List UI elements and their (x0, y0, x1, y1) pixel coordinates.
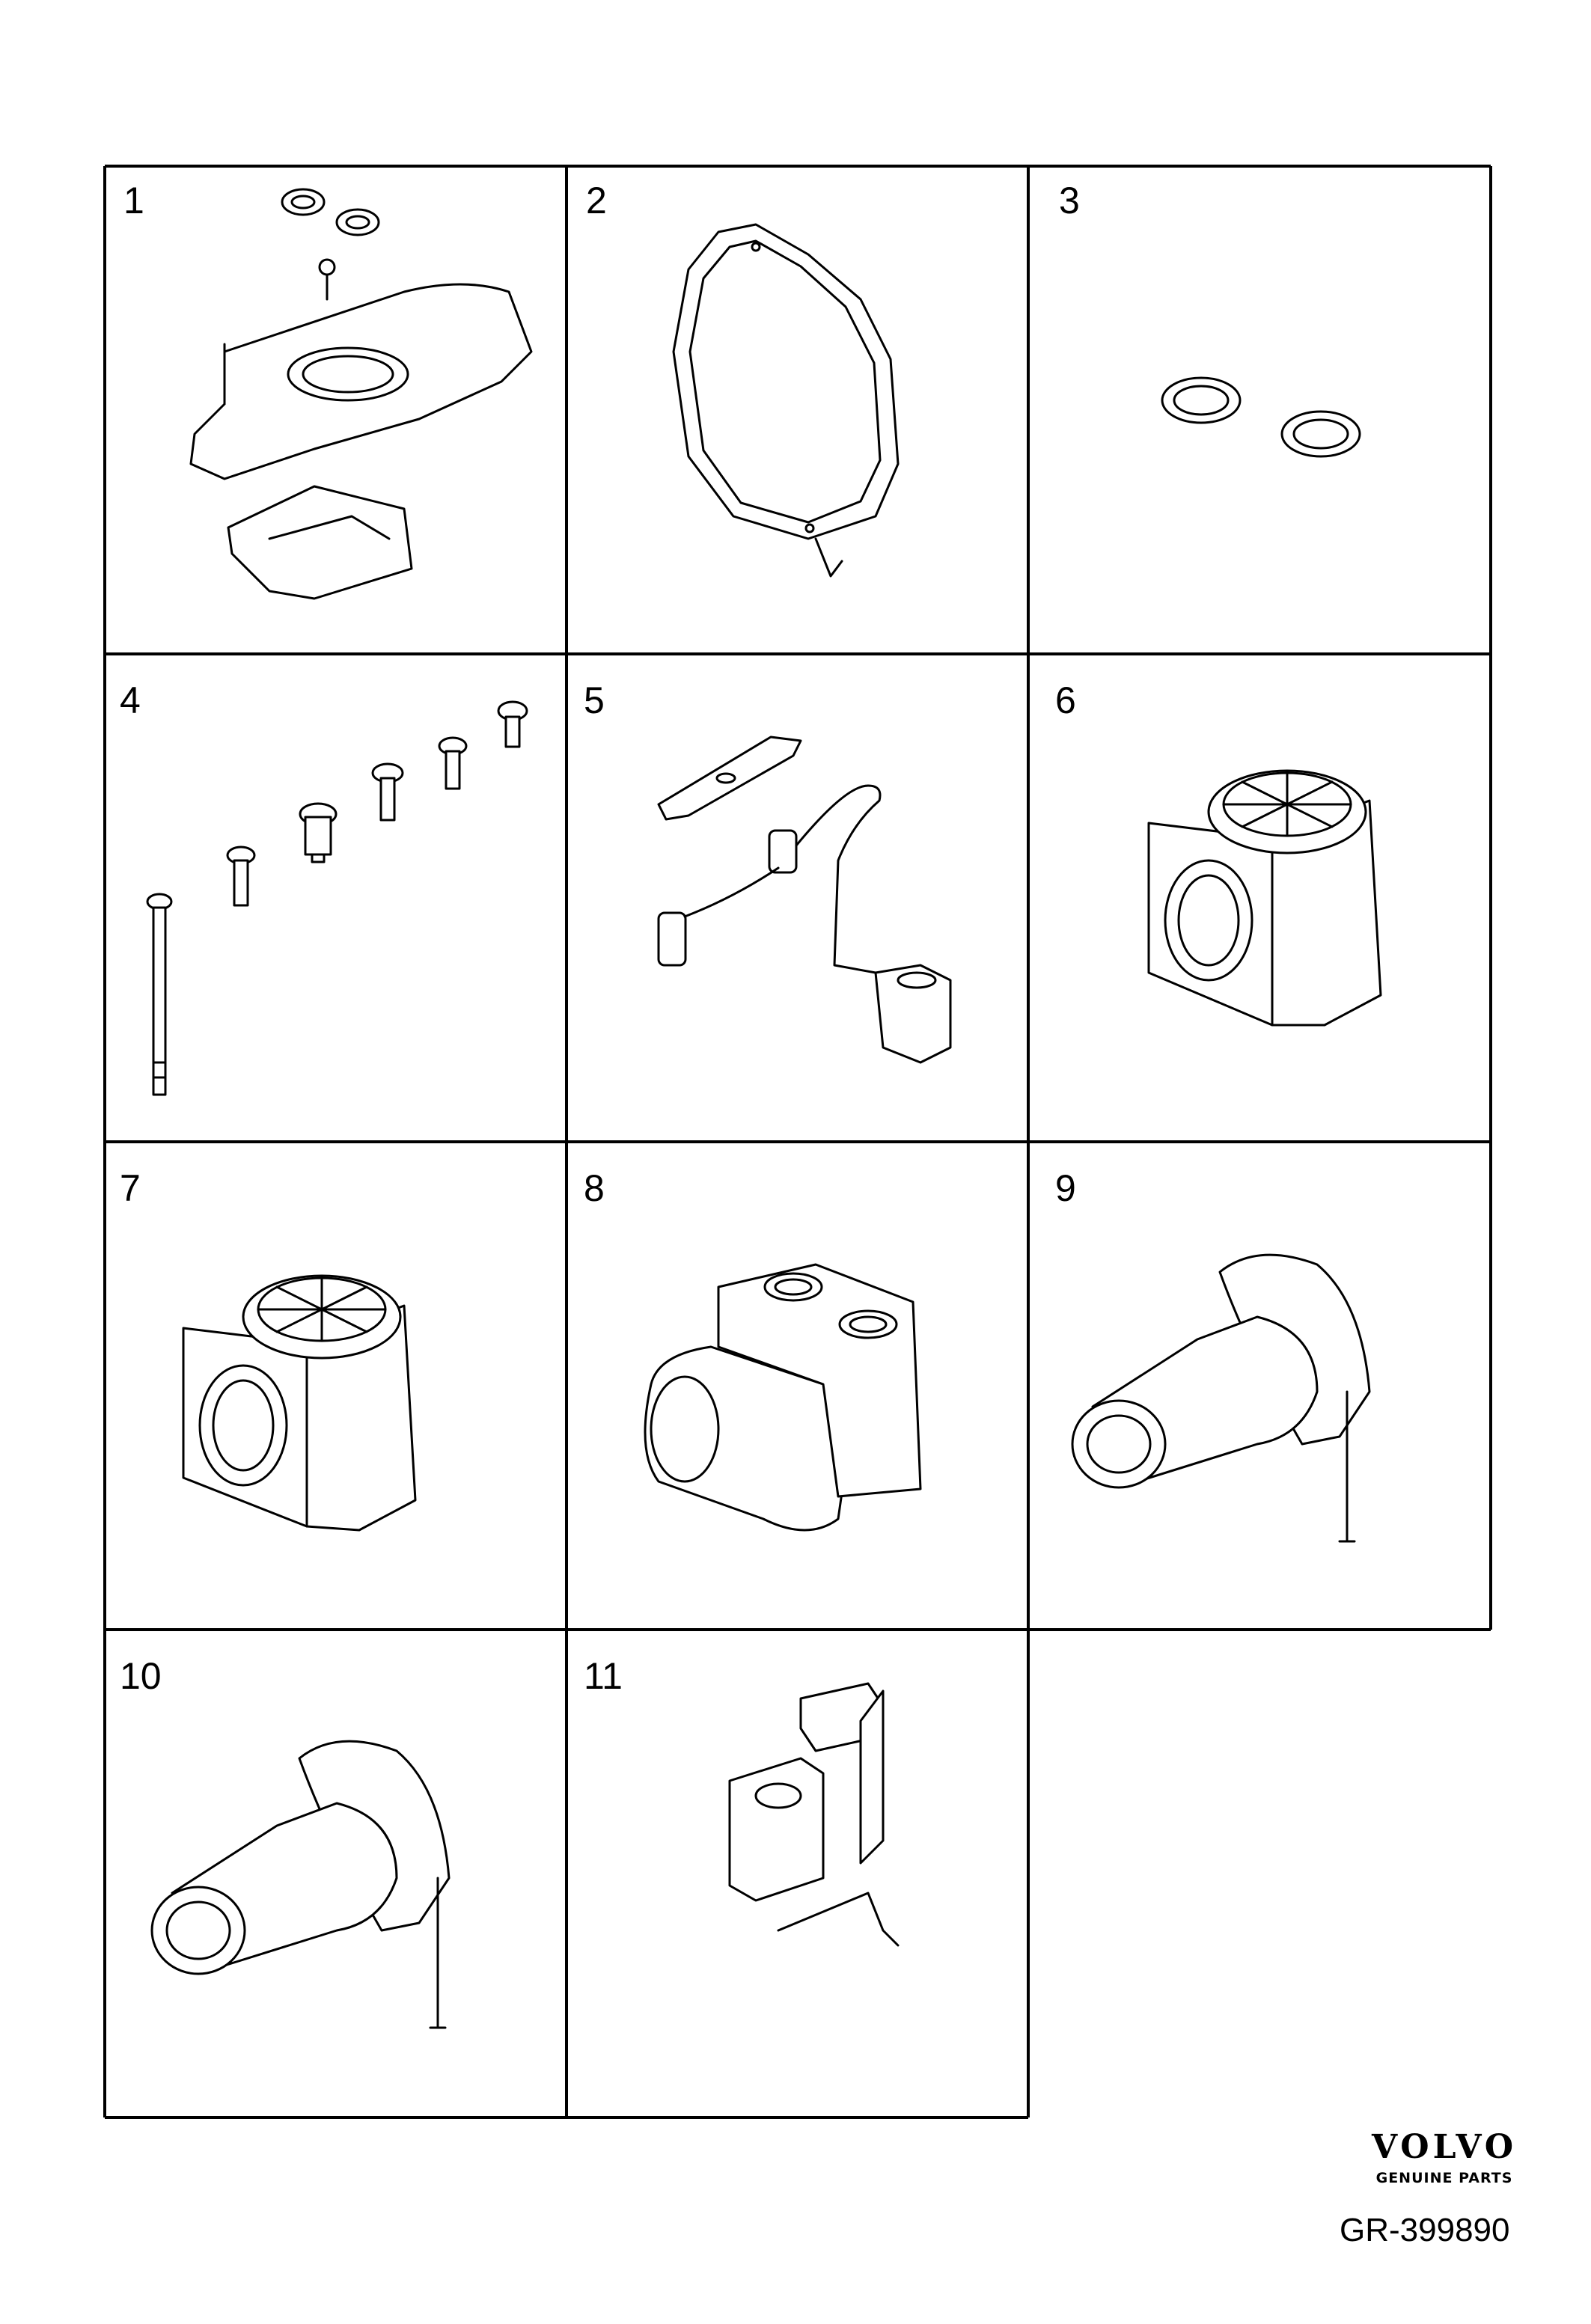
blower-unit-icon (182, 1274, 417, 1532)
brand-tagline: GENUINE PARTS (1375, 2170, 1513, 2186)
housing-cover-kit-icon (189, 188, 533, 600)
reference-number: GR-399890 (1340, 2212, 1510, 2248)
heater-unit-icon (644, 1263, 922, 1532)
panel-number: 10 (120, 1655, 162, 1697)
panel-number: 3 (1059, 180, 1080, 221)
gasket-icon (672, 223, 900, 578)
panel-number: 6 (1055, 679, 1076, 721)
panel-numbers: 1 2 3 4 5 6 7 8 9 10 11 (120, 180, 1080, 1697)
sensor-harness-icon (657, 736, 952, 1064)
blower-unit-icon (1147, 769, 1382, 1027)
panel-number: 2 (586, 180, 607, 221)
brand-logo: VOLVO GENUINE PARTS (1325, 2128, 1564, 2187)
combustion-tube-icon (150, 1740, 451, 2029)
panel-number: 8 (584, 1167, 605, 1209)
panel-grid-lines (103, 165, 1492, 2119)
panel-number: 11 (584, 1655, 623, 1697)
panel-number: 1 (123, 180, 144, 221)
connector-bracket-icon (728, 1682, 900, 1947)
seal-rings-icon (1161, 376, 1361, 458)
panel-number: 7 (120, 1167, 141, 1209)
panel-number: 9 (1055, 1167, 1076, 1209)
panel-number: 4 (120, 679, 141, 721)
combustion-tube-icon (1071, 1253, 1371, 1543)
screw-set-icon (146, 700, 528, 1096)
brand-name: VOLVO (1371, 2128, 1518, 2166)
panel-number: 5 (584, 679, 605, 721)
